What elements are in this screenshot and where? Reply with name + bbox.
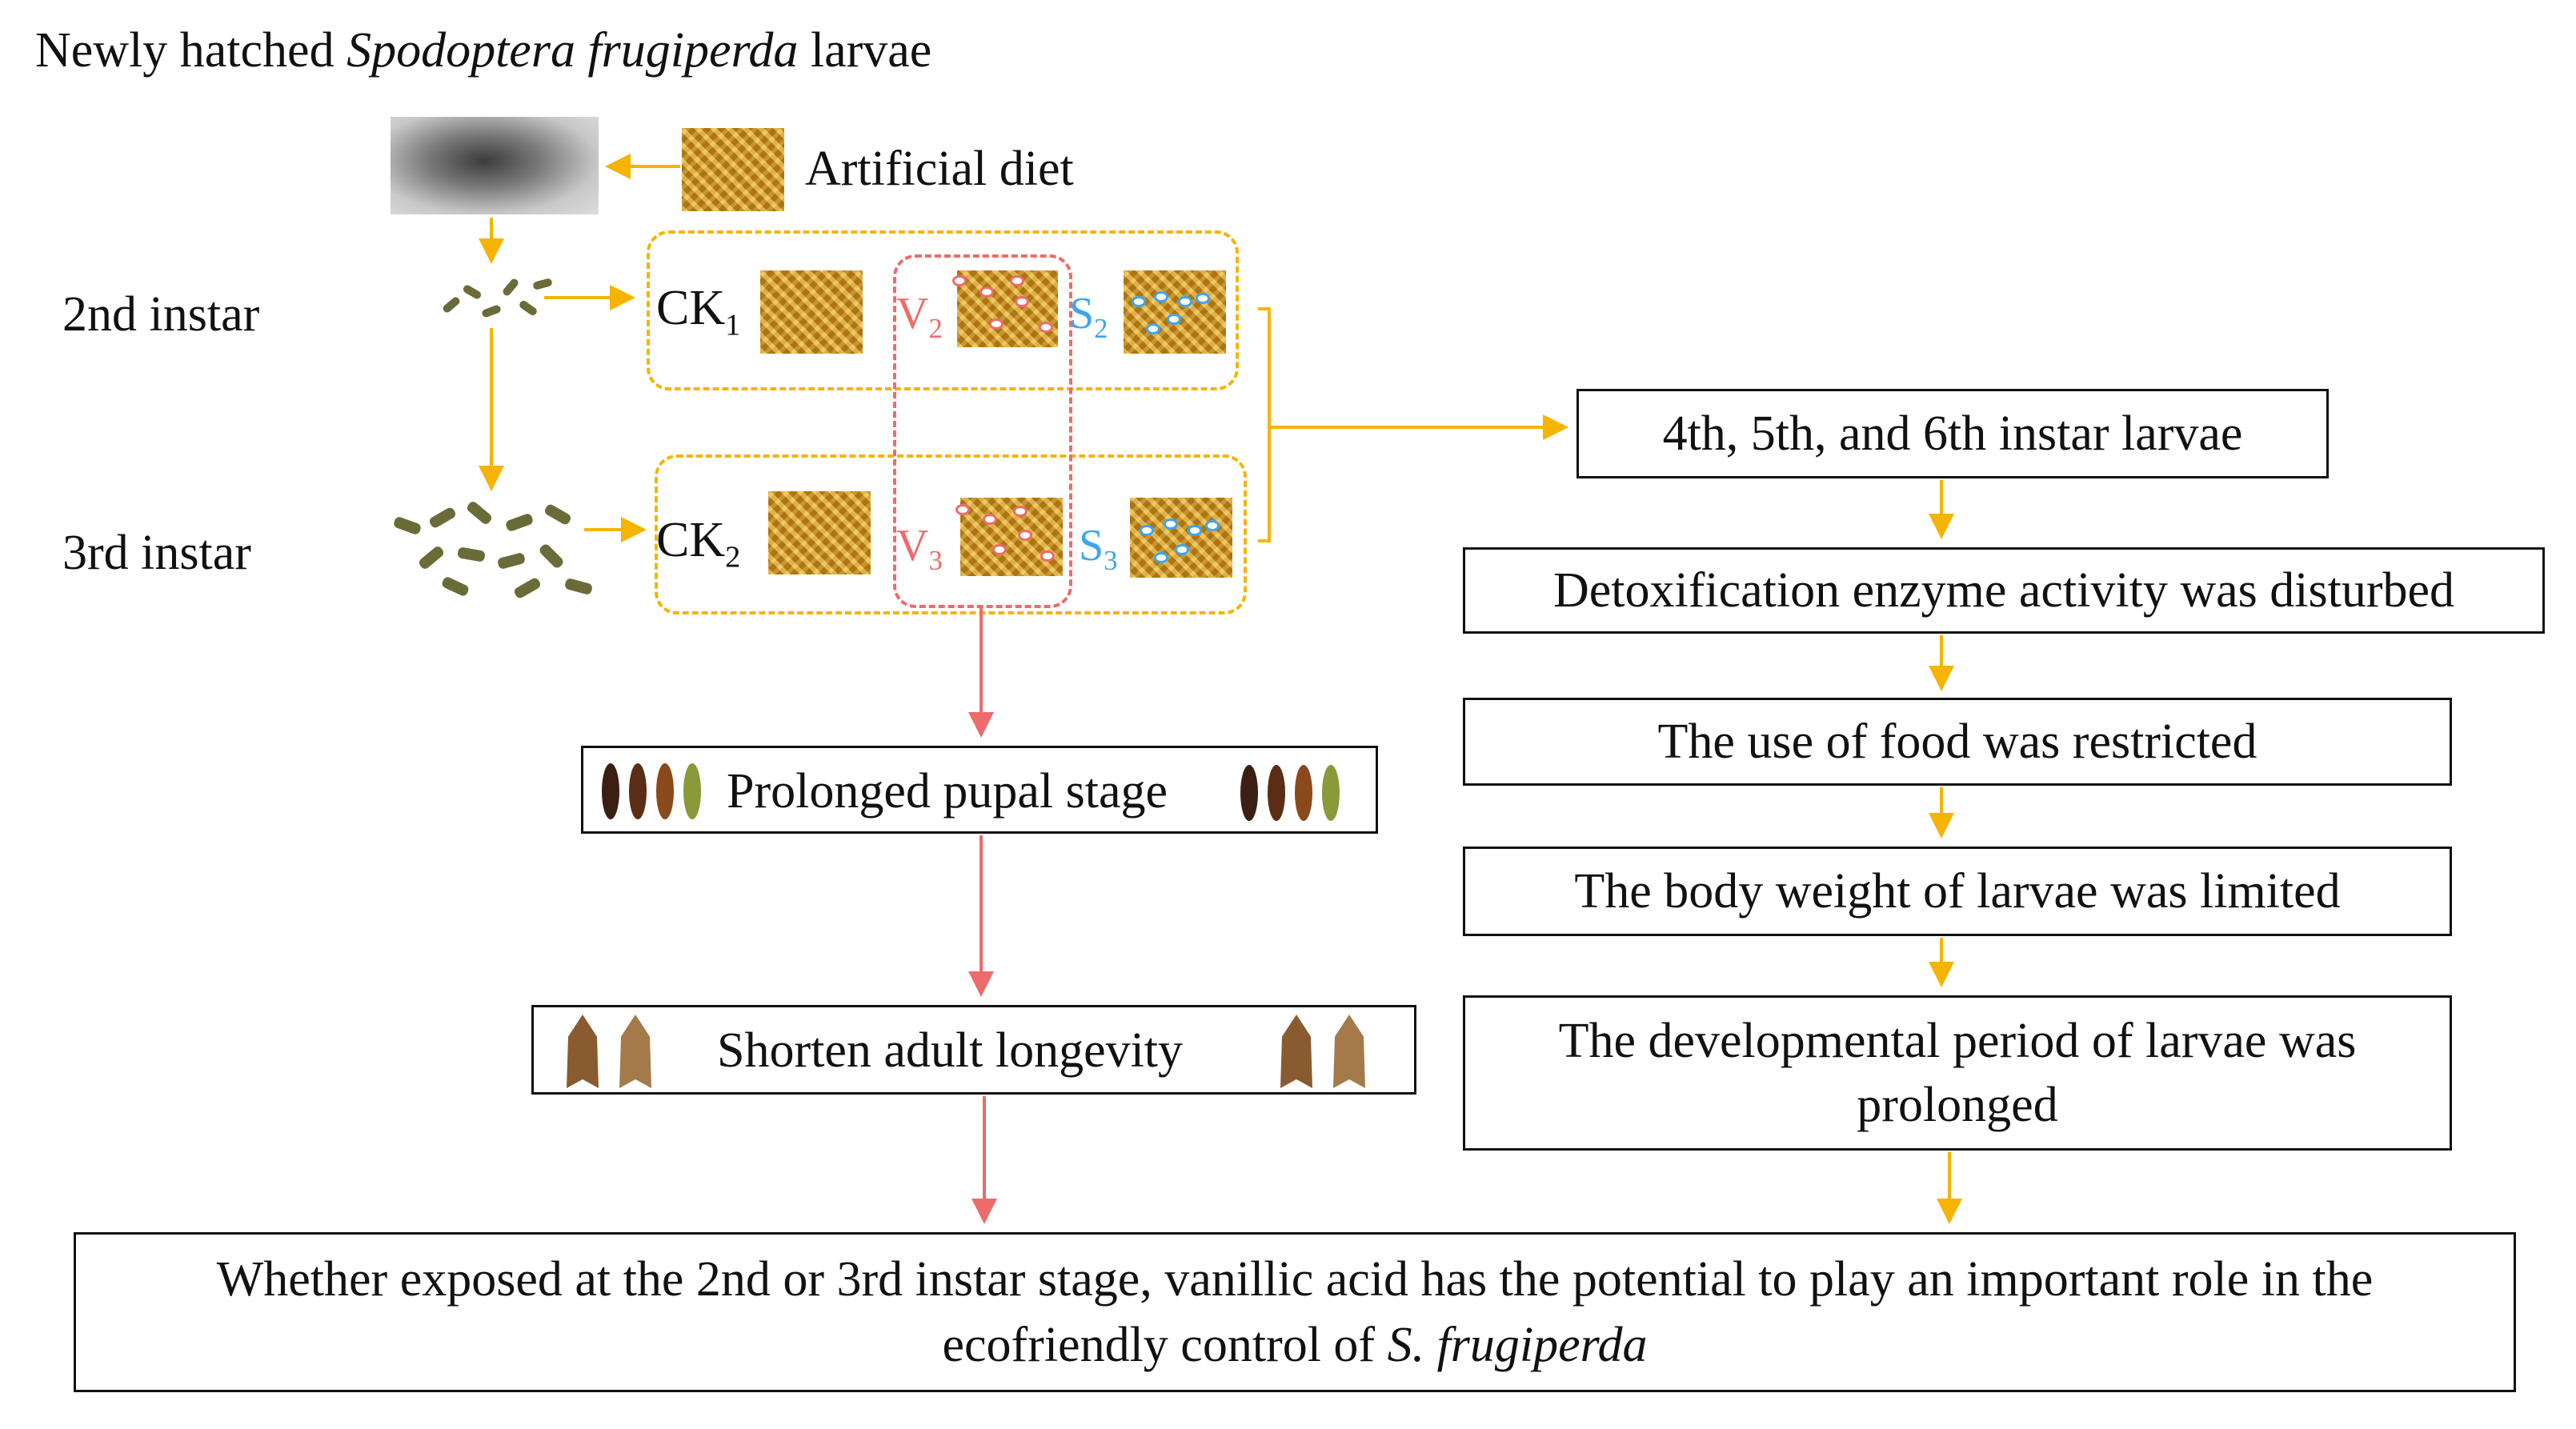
v2-label: V2 [896, 289, 943, 345]
s2-label: S2 [1069, 289, 1108, 345]
pupa-icon [1239, 762, 1359, 826]
instar-larvae-box: 4th, 5th, and 6th instar larvae [1576, 389, 2329, 478]
s3-diet-icon [1130, 498, 1232, 578]
page-title: Newly hatched Spodoptera frugiperda larv… [35, 22, 931, 79]
s2-diet-icon [1124, 270, 1226, 354]
prolonged-pupal-stage-label: Prolonged pupal stage [727, 764, 1168, 819]
detox-enzyme-box: Detoxification enzyme activity was distu… [1463, 547, 2545, 634]
ck2-diet-icon [768, 491, 871, 574]
larvae-photo-icon [391, 117, 599, 214]
ck1-diet-icon [760, 270, 863, 354]
v2-diet-icon [957, 270, 1058, 347]
body-weight-box: The body weight of larvae was limited [1463, 847, 2452, 936]
group-box-3rd-instar [655, 454, 1247, 614]
group-box-2nd-instar [647, 230, 1239, 390]
shorten-adult-longevity-label: Shorten adult longevity [717, 1023, 1184, 1078]
conclusion-text: Whether exposed at the 2nd or 3rd instar… [216, 1252, 2374, 1372]
moth-icon [562, 1013, 674, 1090]
diet-photo-icon [682, 128, 784, 211]
stage-label-3rd: 3rd instar [62, 526, 251, 580]
v3-diet-icon [960, 498, 1063, 576]
v3-label: V3 [896, 521, 943, 577]
artificial-diet-label: Artificial diet [805, 142, 1074, 196]
s3-label: S3 [1079, 521, 1118, 577]
developmental-period-box: The developmental period of larvae was p… [1463, 995, 2452, 1151]
pupa-icon [600, 760, 720, 824]
vanillic-acid-group-box [893, 254, 1072, 608]
shorten-adult-longevity-box [531, 1005, 1416, 1095]
moth-icon [1276, 1013, 1388, 1090]
stage-label-2nd: 2nd instar [62, 287, 260, 342]
ck2-label: CK2 [656, 513, 741, 574]
title-prefix: Newly hatched [35, 23, 347, 78]
conclusion-box: Whether exposed at the 2nd or 3rd instar… [74, 1232, 2516, 1392]
ck1-label: CK1 [656, 281, 741, 342]
food-use-box: The use of food was restricted [1463, 698, 2452, 786]
title-suffix: larvae [798, 23, 932, 78]
title-species: Spodoptera frugiperda [347, 23, 799, 78]
